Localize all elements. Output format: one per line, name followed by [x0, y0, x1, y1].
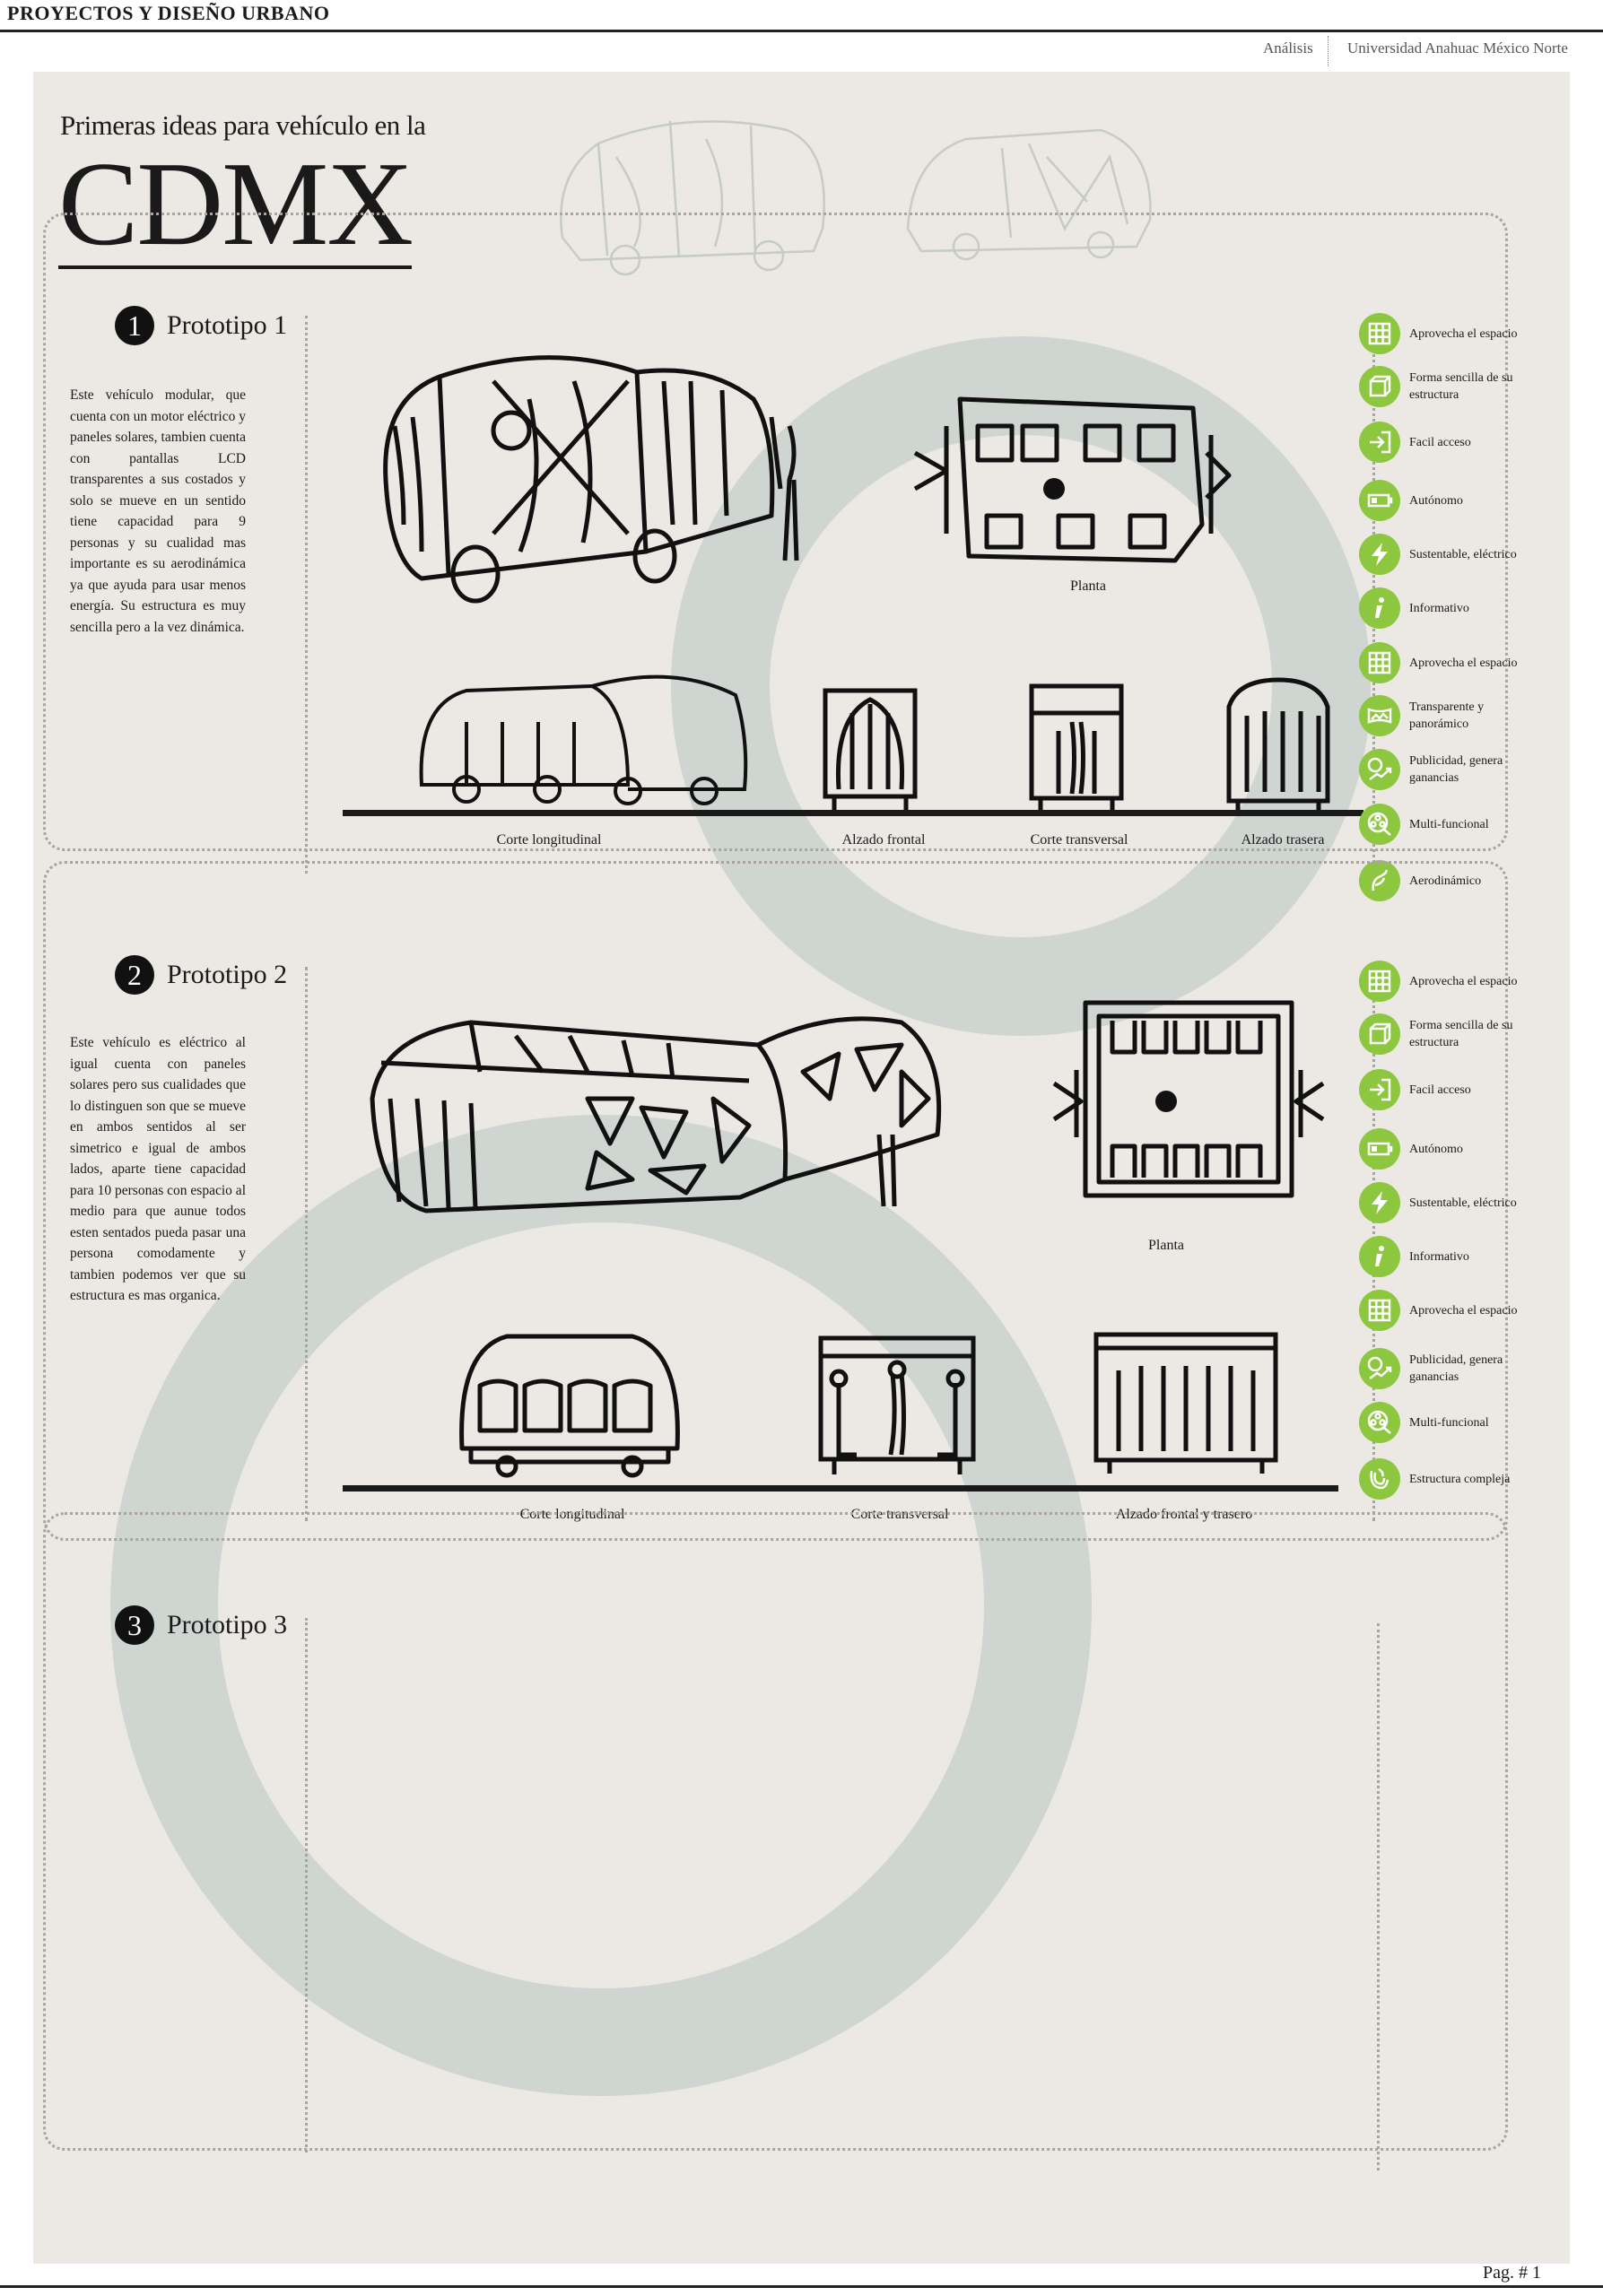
p2-feature-1: Aprovecha el espacio — [1359, 961, 1520, 1002]
prototype-2-plan-sketch — [1052, 1000, 1325, 1198]
prototype-1-front-caption: Alzado frontal — [841, 832, 926, 848]
prototype-2-plan-caption: Planta — [1148, 1238, 1184, 1253]
p1-feature-2: Forma sencilla de su estructura — [1359, 366, 1520, 407]
prototype-1-perspective-sketch — [383, 355, 799, 604]
money-icon — [1359, 749, 1400, 790]
aerodynamic-icon — [1359, 860, 1400, 901]
prototype-1-left-divider — [305, 316, 308, 874]
prototype-1-plan-sketch — [913, 396, 1232, 563]
p1-feature-1: Aprovecha el espacio — [1359, 313, 1520, 354]
p1-feature-8: Transparente y panorámico — [1359, 695, 1520, 736]
prototype-1-longitudinal-caption: Corte longitudinal — [496, 832, 602, 848]
p2-feature-8: Publicidad, genera ganancias — [1359, 1348, 1520, 1389]
header-divider — [1328, 36, 1329, 66]
enter-icon — [1359, 1069, 1400, 1110]
p1-feature-6: Informativo — [1359, 587, 1520, 629]
film-reel-icon — [1359, 1402, 1400, 1443]
poster-panel: Primeras ideas para vehículo en la CDMX — [33, 72, 1570, 2264]
bottom-rule — [0, 2285, 1603, 2288]
lightning-icon — [1359, 534, 1400, 575]
p2-feature-5: Sustentable, eléctrico — [1359, 1182, 1520, 1223]
p1-feature-4: Autónomo — [1359, 480, 1520, 521]
panorama-icon — [1359, 695, 1400, 736]
prototype-3-left-divider — [305, 1618, 308, 2152]
section-label: Análisis — [1263, 39, 1313, 57]
top-bar: PROYECTOS Y DISEÑO URBANO — [0, 0, 1603, 32]
prototype-number-badge: 1 — [115, 306, 154, 345]
prototype-1-transversal-caption: Corte transversal — [1030, 832, 1128, 848]
prototype-2-card — [43, 861, 1508, 1541]
prototype-2-ground-line — [343, 1485, 1338, 1492]
university-label: Universidad Anahuac México Norte — [1347, 39, 1568, 57]
prototype-1-transversal-section-sketch — [1029, 683, 1124, 812]
battery-icon — [1359, 480, 1400, 521]
prototype-2-transversal-section-sketch — [818, 1335, 976, 1474]
p1-feature-5: Sustentable, eléctrico — [1359, 534, 1520, 575]
grid-icon — [1359, 313, 1400, 354]
p1-feature-10: Multi-funcional — [1359, 804, 1520, 845]
lightning-icon — [1359, 1182, 1400, 1223]
cube-icon — [1359, 366, 1400, 407]
p2-feature-4: Autónomo — [1359, 1128, 1520, 1170]
prototype-1-ground-line — [343, 810, 1363, 816]
prototype-1-description: Este vehículo modular, que cuenta con un… — [70, 387, 246, 635]
grid-icon — [1359, 961, 1400, 1002]
structure-icon — [1359, 1458, 1400, 1500]
cube-icon — [1359, 1013, 1400, 1055]
prototype-2-left-divider — [305, 967, 308, 1521]
prototype-number-badge: 2 — [115, 955, 154, 995]
course-title: PROYECTOS Y DISEÑO URBANO — [7, 2, 330, 24]
prototype-1-card — [43, 213, 1508, 851]
prototype-title: Prototipo 3 — [167, 1610, 288, 1639]
prototype-2-front-rear-elevation-sketch — [1093, 1332, 1278, 1474]
prototype-3-header: 3 Prototipo 3 — [115, 1605, 287, 1645]
prototype-1-plan-caption: Planta — [1070, 578, 1106, 594]
prototype-1-longitudinal-section-sketch — [419, 674, 748, 805]
film-reel-icon — [1359, 804, 1400, 845]
p2-feature-2: Forma sencilla de su estructura — [1359, 1013, 1520, 1055]
prototype-title: Prototipo 1 — [167, 310, 288, 340]
grid-icon — [1359, 1290, 1400, 1331]
prototype-number-badge: 3 — [115, 1605, 154, 1645]
p2-feature-7: Aprovecha el espacio — [1359, 1290, 1520, 1331]
p1-feature-7: Aprovecha el espacio — [1359, 642, 1520, 683]
p1-feature-9: Publicidad, genera ganancias — [1359, 749, 1520, 790]
page-number: Pag. # 1 — [1483, 2263, 1541, 2283]
prototype-1-header: 1 Prototipo 1 — [115, 306, 287, 345]
p2-feature-3: Facil acceso — [1359, 1069, 1520, 1110]
prototype-3-right-divider — [1377, 1623, 1380, 2170]
money-icon — [1359, 1348, 1400, 1389]
p1-feature-11: Aerodinámico — [1359, 860, 1520, 901]
header-vehicle-sketch-right — [906, 128, 1152, 261]
prototype-2-description: Este vehículo es eléctrico al igual cuen… — [70, 1035, 246, 1303]
prototype-1-rear-caption: Alzado trasera — [1241, 832, 1325, 848]
prototype-2-perspective-sketch — [370, 1016, 942, 1213]
p1-feature-3: Facil acceso — [1359, 422, 1520, 463]
header-vehicle-sketch-left — [560, 120, 825, 276]
prototype-title: Prototipo 2 — [167, 960, 288, 989]
page-subtitle: Primeras ideas para vehículo en la — [60, 109, 426, 141]
p2-feature-10: Estructura compleja — [1359, 1458, 1520, 1500]
prototype-2-longitudinal-section-sketch — [459, 1334, 680, 1478]
prototype-3-card — [43, 1512, 1508, 2151]
info-icon — [1359, 587, 1400, 629]
prototype-2-header: 2 Prototipo 2 — [115, 955, 287, 995]
p2-feature-6: Informativo — [1359, 1236, 1520, 1277]
page-title: CDMX — [58, 137, 414, 270]
info-icon — [1359, 1236, 1400, 1277]
p2-feature-9: Multi-funcional — [1359, 1402, 1520, 1443]
prototype-1-front-elevation-sketch — [823, 688, 918, 812]
enter-icon — [1359, 422, 1400, 463]
prototype-1-rear-elevation-sketch — [1226, 677, 1330, 813]
grid-icon — [1359, 642, 1400, 683]
battery-icon — [1359, 1128, 1400, 1170]
